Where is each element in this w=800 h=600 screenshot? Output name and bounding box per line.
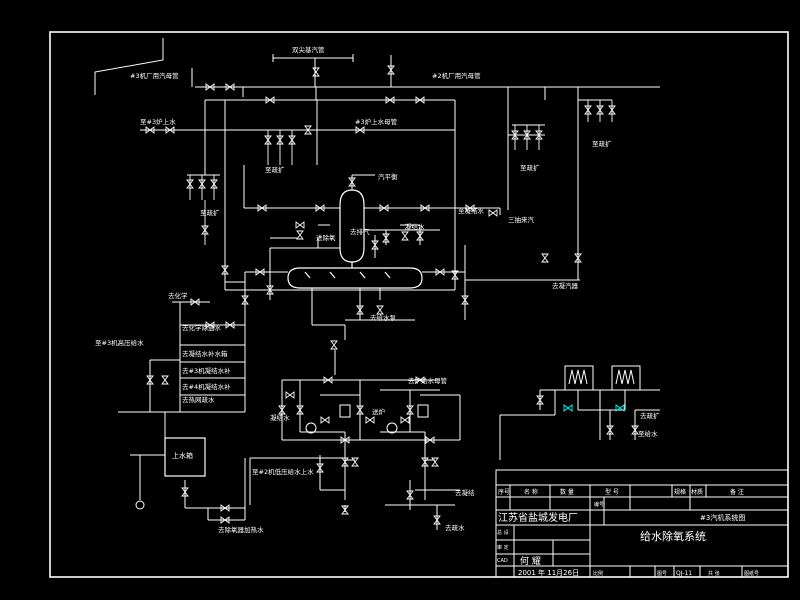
label-to-deaerator: 至#3炉上水 — [140, 117, 176, 126]
label-left-block4: 去#4机凝结水补 — [182, 382, 231, 391]
tb-h1: 名 称 — [524, 488, 538, 496]
label-pump: 去炉给水母管 — [408, 376, 448, 385]
label-left-header: #3机厂用汽母管 — [130, 71, 179, 80]
label-right-mid1: 三抽来汽 — [508, 215, 535, 224]
label-coolers-title: 去排气 — [350, 227, 370, 236]
tb-map-no: QJ-11 — [676, 570, 692, 577]
label-top-center: #3炉上水母管 — [355, 117, 398, 126]
label-steam: 去疏水 — [445, 523, 465, 532]
tb-map-lbl: 图号 — [657, 571, 667, 577]
tb-drafter: 何 耀 — [520, 555, 541, 567]
tb-pass: 编号 — [594, 501, 604, 508]
label-deaerator-water: 凝结水 — [405, 222, 425, 231]
label-bottom-left: 去除氧器加热水 — [218, 525, 264, 534]
label-right-header: #2机厂用汽母管 — [432, 71, 481, 80]
tb-h3: 型 号 — [605, 488, 619, 496]
label-vessel-right: 至给水 — [638, 429, 658, 438]
label-outlet1: 凝结水 — [270, 413, 290, 422]
label-right-mid2: 至凝结水 — [458, 206, 485, 215]
label-left-drain2: 至疏扩 — [200, 208, 220, 217]
label-right-drain: 至疏扩 — [520, 163, 540, 172]
label-header-top: 双尖基汽管 — [292, 45, 325, 54]
label-sparger: 送炉 — [372, 407, 386, 416]
coolers — [499, 365, 660, 460]
tb-company: 江苏省盐城发电厂 — [498, 511, 578, 524]
tb-remark: 图纸号 — [744, 570, 759, 577]
label-water-tank: 至#3机高压给水 — [95, 338, 144, 347]
label-to-tank: 去化学 — [168, 291, 188, 300]
label-deaerator-in: 进除氧 — [316, 233, 336, 242]
tb-row6: CAD — [497, 558, 508, 564]
deaerator-piping — [224, 165, 580, 340]
label-left-block5: 去热网疏水 — [182, 395, 215, 404]
label-drain-note: 去给水泵 — [370, 313, 397, 322]
tb-h0: 序号 — [498, 488, 510, 496]
label-bottom-mid: 至#2机低压给水上水 — [252, 467, 314, 476]
water-tank — [164, 437, 206, 477]
label-right-bottom: 去凝汽器 — [552, 281, 579, 290]
tb-row1: 总 设 — [497, 529, 509, 536]
tb-ratio: 比例 — [593, 570, 603, 577]
drain-bundle-left — [187, 130, 293, 245]
drain-bundle-right — [512, 99, 613, 150]
tb-date: 2001 年 11月26日 — [518, 568, 579, 577]
tb-h5: 材质 — [691, 488, 703, 496]
deaerator — [287, 189, 423, 289]
label-heater: 去疏扩 — [640, 411, 660, 420]
pump-b — [386, 422, 398, 434]
title-block — [495, 469, 789, 578]
steam-headers — [94, 38, 660, 282]
tb-sheet: 共 张 — [708, 570, 720, 577]
labels: 双尖基汽管 #3机厂用汽母管 #2机厂用汽母管 至#3炉上水 #3炉上水母管 汽… — [95, 45, 660, 534]
label-tank: 上水箱 — [172, 451, 193, 460]
label-left-drain: 至疏扩 — [265, 165, 285, 174]
drawing-frame — [49, 31, 789, 578]
water-supply-lines — [118, 301, 246, 521]
label-right-drain2: 至疏扩 — [592, 139, 612, 148]
tank-gauge — [135, 500, 145, 510]
label-left-block2: 去凝结水补水箱 — [182, 349, 228, 358]
label-right-pipe: 去凝结 — [455, 488, 475, 497]
tb-h2: 数 量 — [560, 488, 574, 496]
label-left-block1: 去化学除盐水 — [182, 323, 222, 332]
title-block-text: 序号 名 称 数 量 型 号 规格 材质 备 注 江苏省盐城发电厂 #3汽机系统… — [497, 488, 759, 577]
tb-row2: 审 定 — [497, 544, 509, 551]
tb-title: 给水除氧系统 — [640, 529, 706, 543]
tb-system: #3汽机系统图 — [700, 513, 745, 522]
label-vessel: 汽平衡 — [378, 172, 398, 181]
pump-a — [305, 422, 317, 434]
tb-h4: 规格 — [674, 488, 686, 496]
label-left-block3: 去#3机凝结水补 — [182, 366, 231, 375]
tb-h6: 备 注 — [730, 488, 744, 496]
